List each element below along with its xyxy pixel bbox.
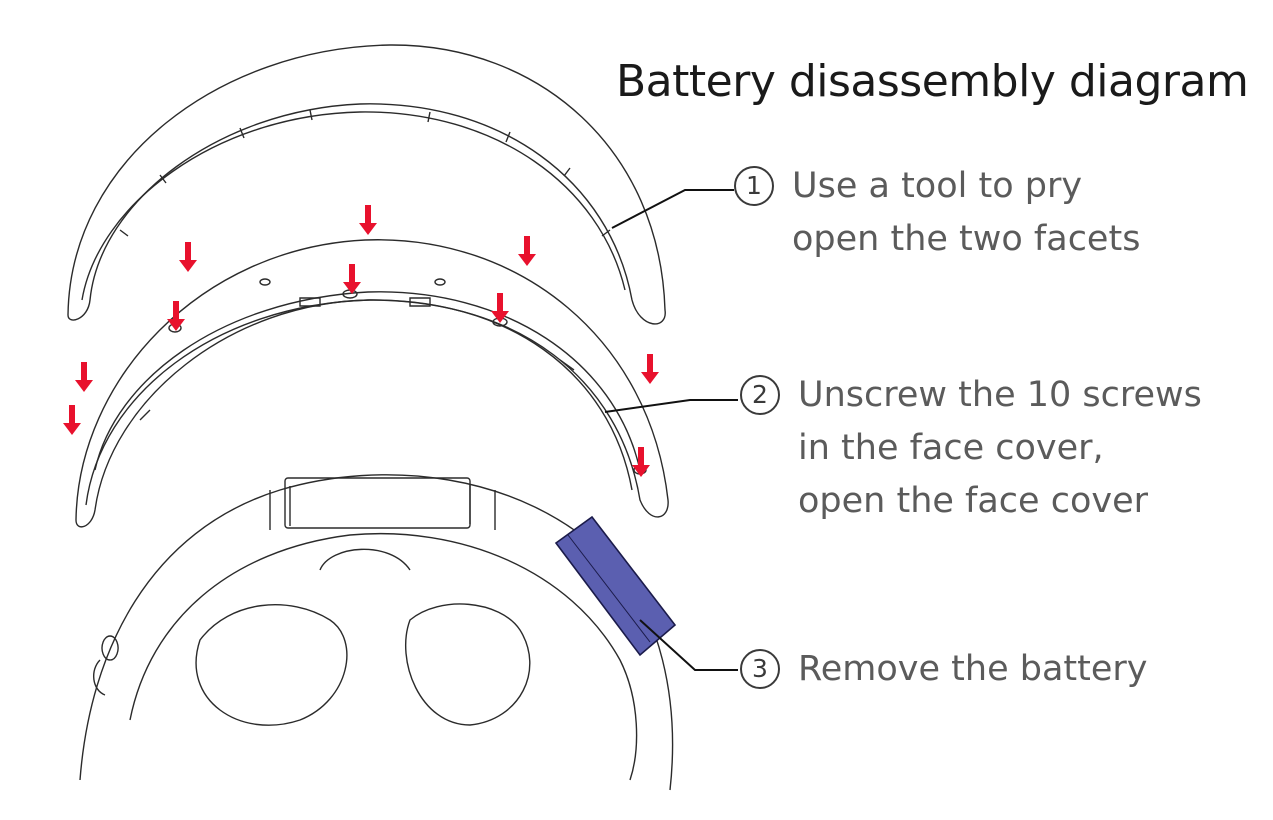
screw-arrows bbox=[63, 205, 659, 477]
step-text-line: Unscrew the 10 screws bbox=[798, 375, 1202, 415]
red-arrow-icon bbox=[632, 447, 650, 477]
page-title: Battery disassembly diagram bbox=[616, 56, 1249, 107]
red-arrow-icon bbox=[491, 293, 509, 323]
step-number-badge: 3 bbox=[740, 649, 780, 689]
step-number-badge: 2 bbox=[740, 375, 780, 415]
red-arrow-icon bbox=[518, 236, 536, 266]
red-arrow-icon bbox=[63, 405, 81, 435]
step-text-line: in the face cover, bbox=[798, 428, 1104, 468]
step-3: 3 Remove the battery bbox=[740, 643, 1148, 696]
step-1: 1 Use a tool to pry open the two facets bbox=[734, 160, 1141, 266]
callout-lines bbox=[604, 189, 738, 671]
red-arrow-icon bbox=[167, 301, 185, 331]
red-arrow-icon bbox=[359, 205, 377, 235]
callout-line-1 bbox=[611, 189, 734, 229]
step-text-line: Use a tool to pry bbox=[792, 166, 1083, 206]
red-arrow-icon bbox=[179, 242, 197, 272]
top-cover bbox=[67, 44, 666, 325]
callout-line-2 bbox=[604, 399, 738, 413]
step-number-badge: 1 bbox=[734, 166, 774, 206]
red-arrow-icon bbox=[75, 362, 93, 392]
battery bbox=[554, 515, 677, 657]
step-text-line: open the two facets bbox=[792, 219, 1141, 259]
callout-line-3 bbox=[639, 619, 738, 671]
step-text-line: Remove the battery bbox=[798, 649, 1148, 689]
face-cover bbox=[75, 239, 669, 528]
step-2: 2 Unscrew the 10 screws in the face cove… bbox=[740, 369, 1202, 528]
red-arrow-icon bbox=[641, 354, 659, 384]
red-arrow-icon bbox=[343, 264, 361, 294]
step-text-line: open the face cover bbox=[798, 481, 1148, 521]
